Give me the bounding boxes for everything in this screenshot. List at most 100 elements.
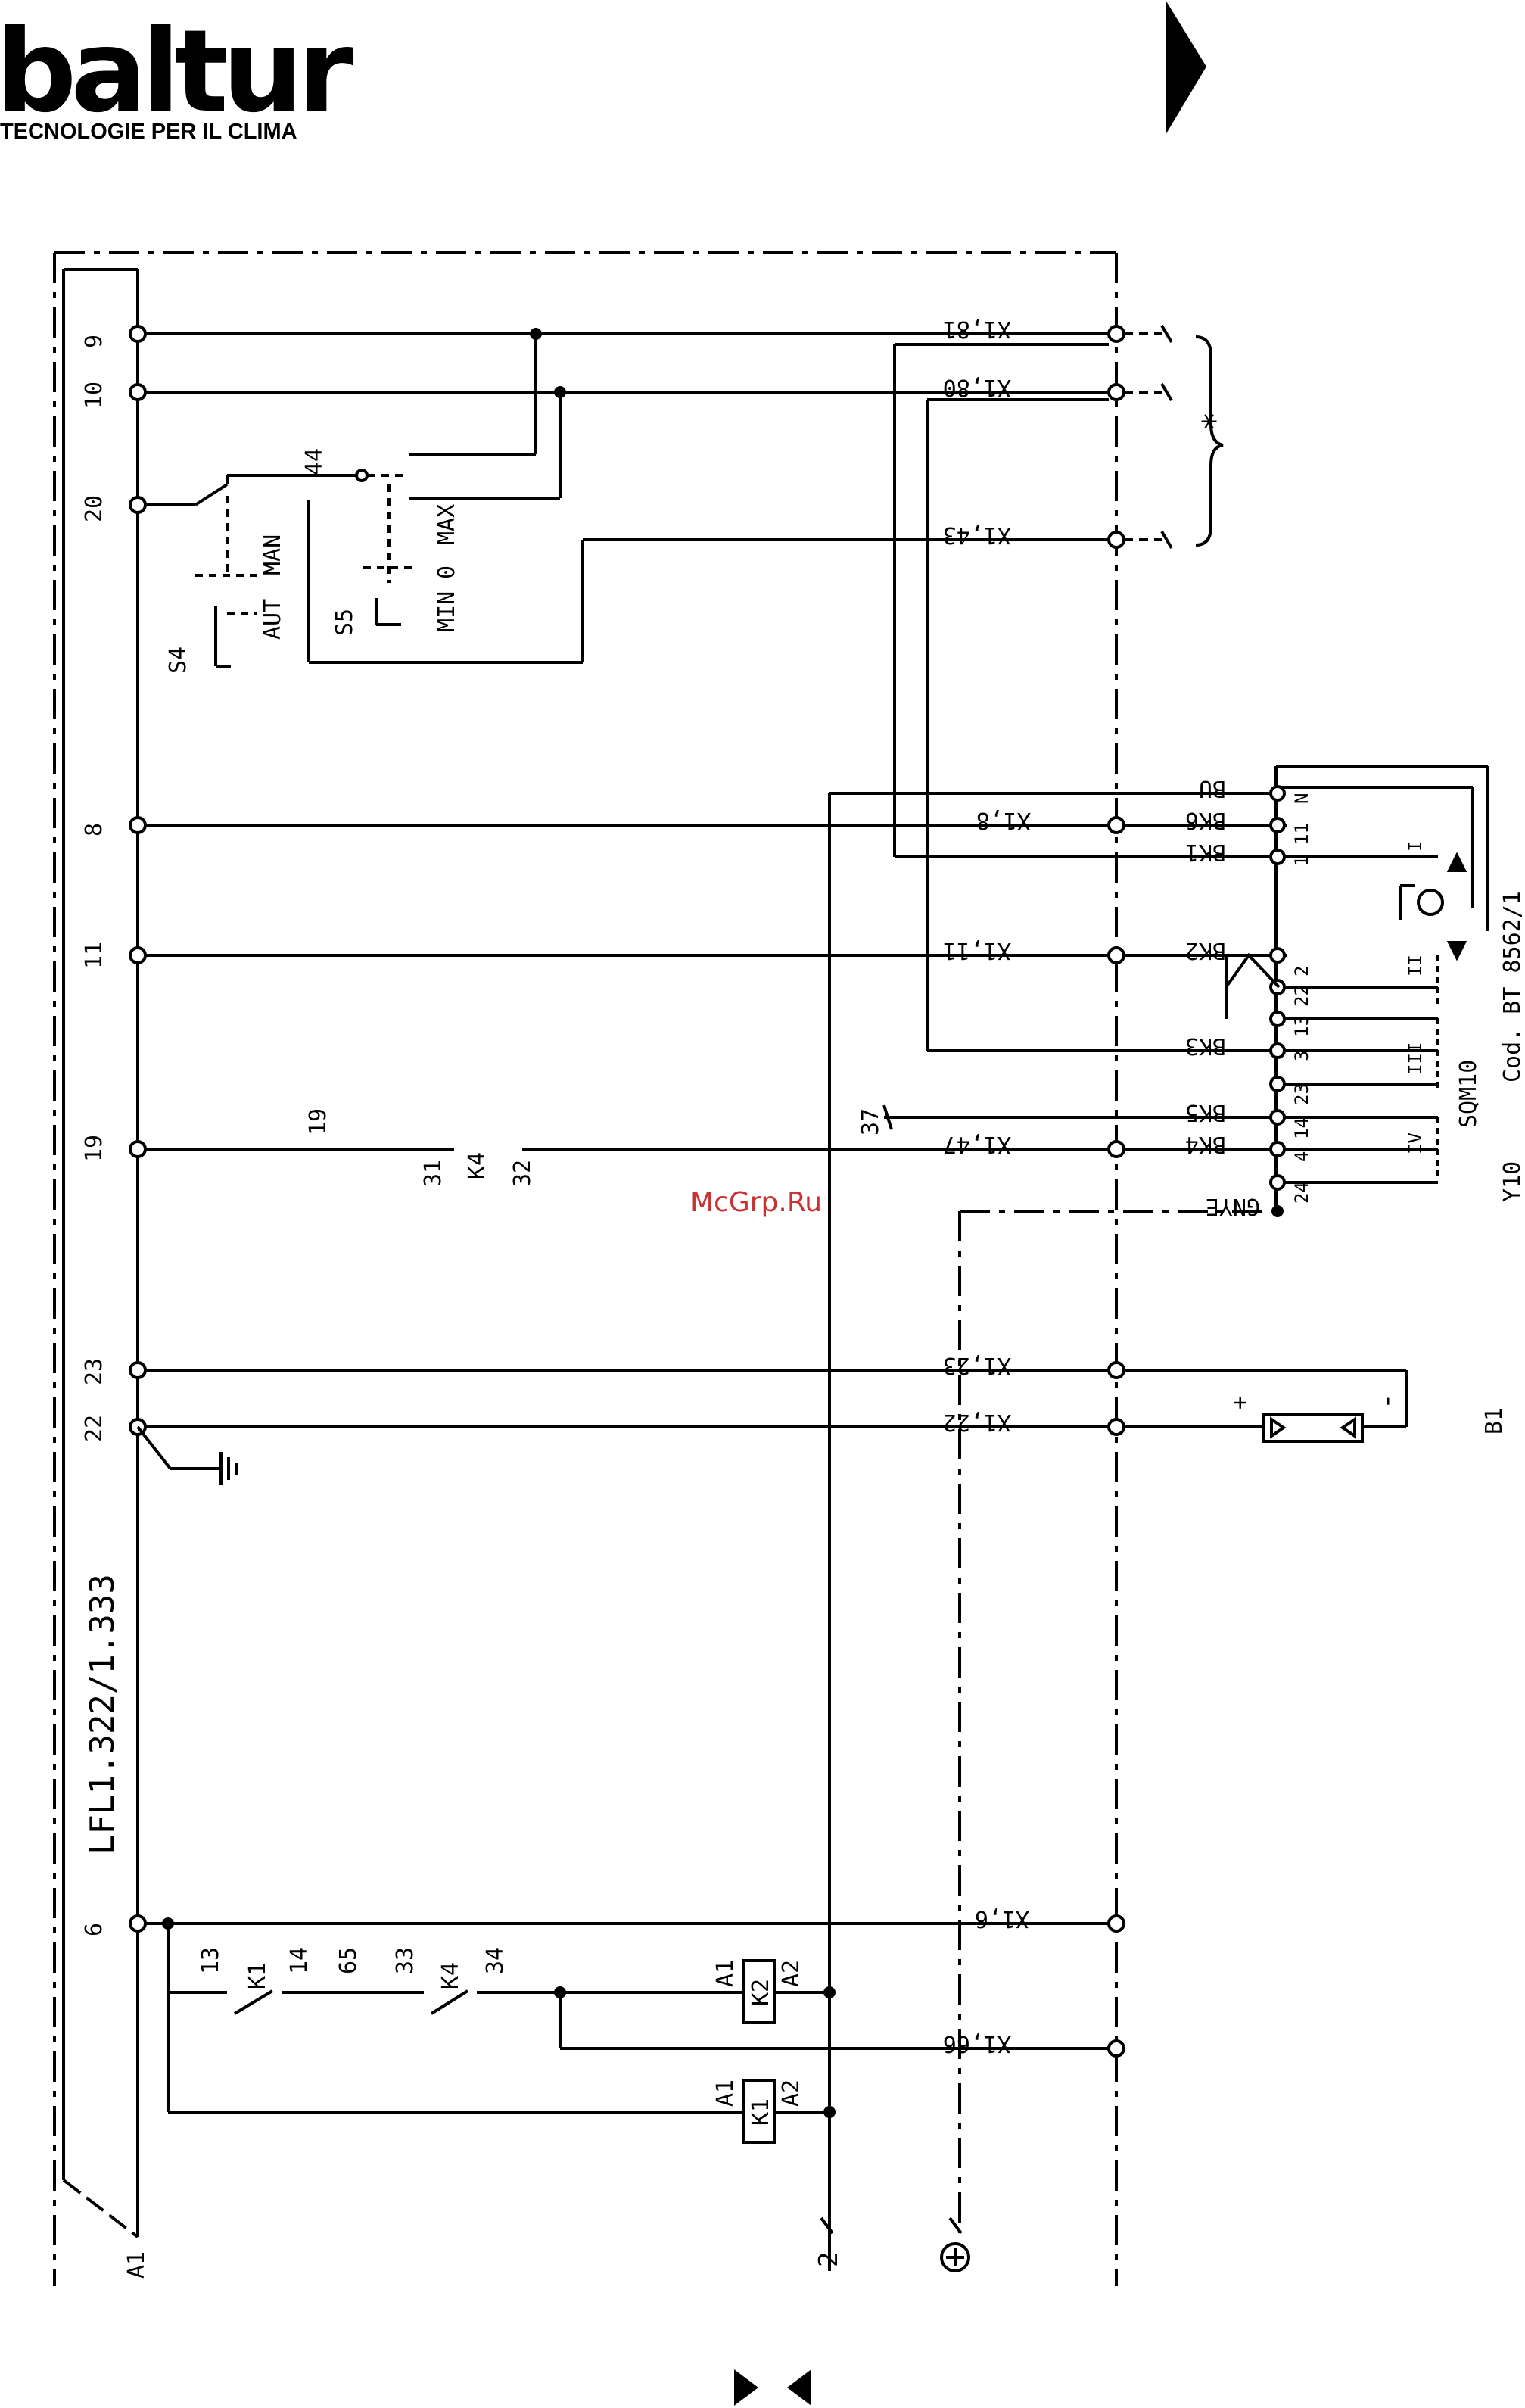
connector-x1-81: X1,81 xyxy=(943,316,1011,342)
k4-contact2-b: 34 xyxy=(482,1947,509,1974)
servomotor-ref: SQM10 xyxy=(1455,1060,1482,1128)
cam-iii: III xyxy=(1405,1042,1426,1075)
controller-outline xyxy=(62,268,139,2238)
watermark: McGrp.Ru xyxy=(690,1187,823,1218)
sensor-ref: B1 xyxy=(1481,1407,1508,1435)
servo-terminal-4: 4 xyxy=(1291,1151,1312,1162)
page-arrow-next-icon[interactable] xyxy=(784,2368,814,2407)
connector-x1-23: X1,23 xyxy=(943,1352,1011,1378)
connector-x1-43: X1,43 xyxy=(943,522,1011,548)
wire-s5-branch xyxy=(409,328,566,500)
terminal-9 xyxy=(129,325,1125,343)
terminal-label-6: 6 xyxy=(81,1923,107,1936)
controller-label: LFL1.322/1.333 xyxy=(83,1574,122,1855)
brand-name: baltur xyxy=(0,6,353,138)
s5-zero-label: 0 xyxy=(434,565,460,579)
external-connections xyxy=(1124,324,1224,550)
terminal-label-9: 9 xyxy=(81,335,107,348)
terminal-11 xyxy=(129,946,1276,964)
servo-terminal-n: N xyxy=(1291,793,1312,804)
wire-bk2: BK2 xyxy=(1185,937,1226,964)
relay-section xyxy=(167,1924,1125,2235)
servo-terminal-1: 1 xyxy=(1291,856,1312,867)
servo-terminal-14: 14 xyxy=(1291,1117,1312,1139)
k1-coil-a2: A2 xyxy=(778,2079,805,2107)
page-arrow-prev-icon[interactable] xyxy=(731,2368,761,2407)
wire-bk4: BK4 xyxy=(1185,1131,1226,1157)
terminal-22 xyxy=(129,1418,1264,1470)
wire-37: 37 xyxy=(857,1108,884,1135)
terminal-10 xyxy=(129,383,1125,401)
servomotor-internals xyxy=(1225,824,1467,1184)
enclosure-frame xyxy=(53,251,1118,2286)
connector-x1-6: X1,6 xyxy=(975,1905,1029,1932)
cam-ii: II xyxy=(1405,955,1426,977)
servo-terminal-3: 3 xyxy=(1291,1051,1312,1061)
terminal-8 xyxy=(129,816,1276,834)
switch-s4 xyxy=(194,469,1125,668)
page-arrow-right-icon[interactable] xyxy=(1166,0,1211,136)
cam-iv: IV xyxy=(1405,1132,1426,1154)
wire-bk3: BK3 xyxy=(1185,1033,1226,1059)
connector-x1-8: X1,8 xyxy=(976,807,1031,833)
k1-contact-ref: K1 xyxy=(244,1962,271,1989)
cam-i: I xyxy=(1405,841,1426,852)
s5-ref: S5 xyxy=(331,609,358,636)
sensor-plus: + xyxy=(1227,1396,1253,1410)
k2-coil-ref: K2 xyxy=(748,1979,774,2006)
servo-terminal-24: 24 xyxy=(1291,1182,1312,1204)
terminal-label-19: 19 xyxy=(81,1135,107,1162)
connector-x1-22: X1,22 xyxy=(943,1409,1011,1435)
k4-contact2-ref: K4 xyxy=(437,1962,464,1989)
switch-s5 xyxy=(363,484,415,626)
brand-tagline: TECNOLOGIE PER IL CLIMA xyxy=(0,120,297,144)
k4-left-label: 31 xyxy=(420,1160,447,1187)
s4-ref: S4 xyxy=(165,646,191,674)
terminal-19 xyxy=(129,1140,1276,1158)
servo-terminal-22: 22 xyxy=(1291,985,1312,1007)
servomotor-wires xyxy=(828,343,1284,2271)
servo-terminal-2: 2 xyxy=(1291,966,1312,977)
k1-coil-a1: A1 xyxy=(712,2079,739,2107)
terminal-label-20: 20 xyxy=(81,495,107,522)
wire-bu: BU xyxy=(1199,775,1226,802)
sensor-b1 xyxy=(1262,1413,1364,1443)
s5-max-label: MAX xyxy=(434,504,460,545)
connector-x1-47: X1,47 xyxy=(943,1131,1011,1157)
earth-circle-icon xyxy=(940,2242,970,2272)
servo-terminal-23: 23 xyxy=(1291,1083,1312,1105)
k4-right-label: 32 xyxy=(509,1160,536,1187)
brand-logo: baltur TECNOLOGIE PER IL CLIMA xyxy=(0,6,353,145)
wire-bk1: BK1 xyxy=(1185,839,1226,865)
k1-contact-a: 13 xyxy=(198,1947,224,1974)
k2-coil-a2: A2 xyxy=(778,1960,805,1987)
s5-node-label: 44 xyxy=(301,448,328,475)
servo-terminal-11: 11 xyxy=(1291,823,1312,845)
terminal-label-22: 22 xyxy=(81,1415,107,1442)
neutral-ref: 2 xyxy=(814,2252,844,2267)
s4-aut-label: AUT xyxy=(260,599,286,640)
k4-ref: K4 xyxy=(464,1152,490,1179)
terminal-label-10: 10 xyxy=(81,382,107,409)
ground-icon xyxy=(219,1452,238,1485)
terminal-label-11: 11 xyxy=(81,942,107,969)
terminal-23 xyxy=(129,1361,1408,1428)
connector-x1-11: X1,11 xyxy=(943,937,1011,964)
s5-min-label: MIN xyxy=(434,591,460,632)
terminal-label-23: 23 xyxy=(81,1358,107,1385)
sensor-minus: - xyxy=(1371,1393,1402,1410)
terminal-20 xyxy=(129,496,195,514)
servo-terminal-13: 13 xyxy=(1291,1015,1312,1037)
k2-coil-a1: A1 xyxy=(712,1960,739,1987)
servomotor-code: Cod. BT 8562/1 xyxy=(1499,891,1525,1083)
k4-contact2-wire: 65 xyxy=(335,1947,362,1974)
wire-bk6: BK6 xyxy=(1185,807,1226,833)
diagram-labels: LFL1.322/1.333 A1 9 10 20 8 11 19 23 22 … xyxy=(81,316,1525,2279)
terminal-6 xyxy=(129,1914,1125,1933)
k4-wire-label: 19 xyxy=(305,1108,331,1135)
wire-gnye: GNYE xyxy=(1206,1193,1260,1220)
connector-x1-80: X1,80 xyxy=(943,374,1011,400)
controller-ref: A1 xyxy=(123,2251,150,2279)
k4-contact2-a: 33 xyxy=(392,1947,419,1974)
